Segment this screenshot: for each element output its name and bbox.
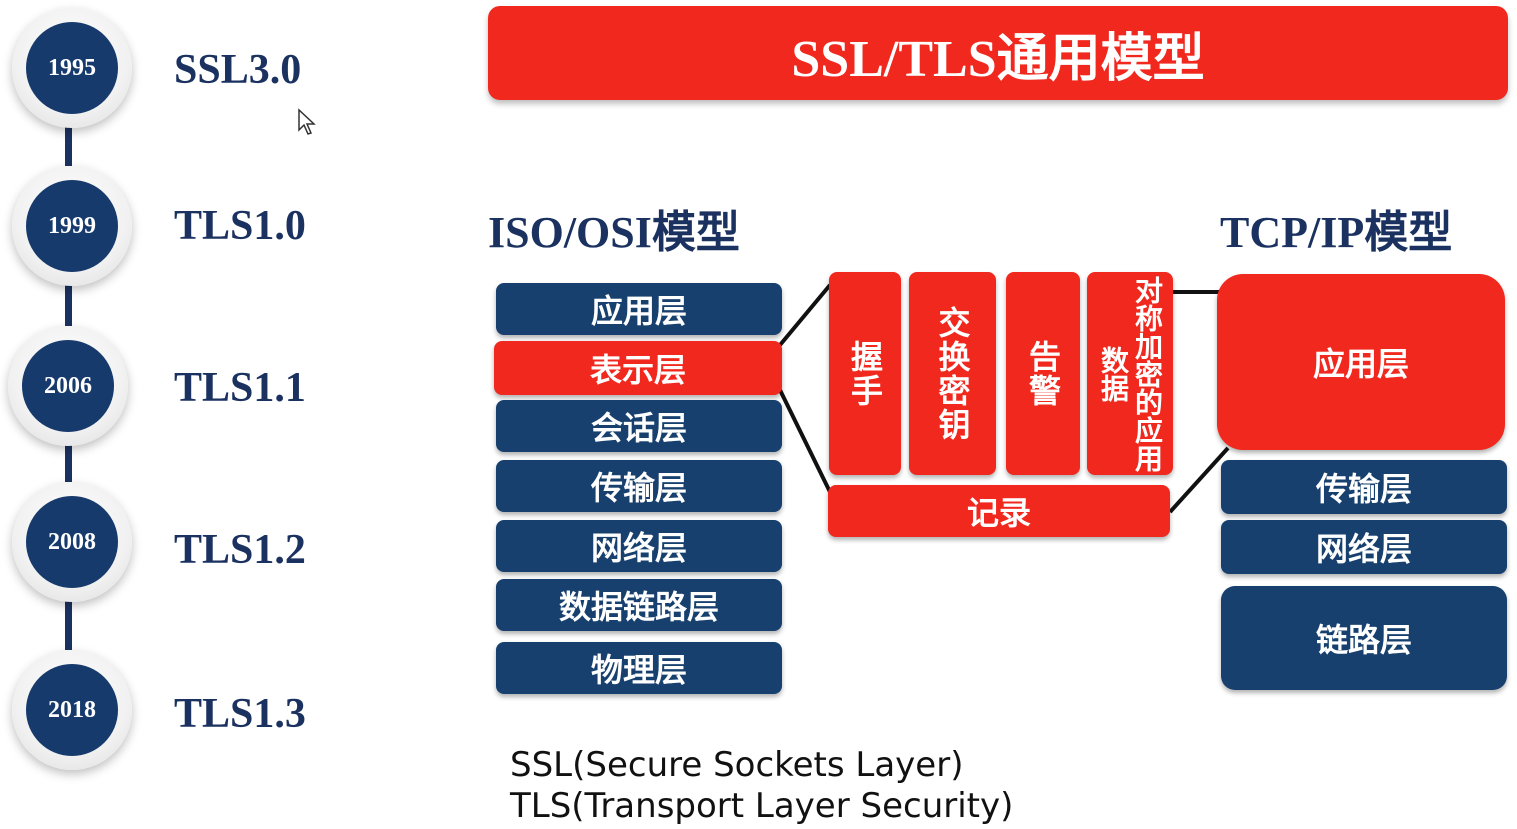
year-badge: 2006 [22, 340, 114, 432]
connector-line [1168, 446, 1230, 514]
protocol-handshake: 握手 [829, 272, 901, 475]
timeline-node: 2018 [12, 650, 132, 770]
osi-layer-data-link: 数据链路层 [496, 579, 782, 631]
osi-layer-physical: 物理层 [496, 642, 782, 694]
osi-layer-presentation: 表示层 [494, 341, 782, 395]
timeline-connector [65, 280, 72, 326]
protocol-key-exchange: 交换密钥 [909, 272, 996, 475]
timeline-node: 1995 [12, 8, 132, 128]
timeline-connector [65, 120, 72, 166]
osi-layer-network: 网络层 [496, 520, 782, 572]
year-badge: 2008 [26, 496, 118, 588]
tcp-ip-title: TCP/IP模型 [1220, 208, 1453, 257]
connector-line [778, 283, 832, 347]
tcpip-layer-application: 应用层 [1217, 274, 1505, 450]
timeline-connector [65, 598, 72, 650]
version-label: TLS1.0 [174, 203, 306, 249]
ssl-definition: SSL(Secure Sockets Layer) [510, 745, 964, 785]
year-badge: 2018 [26, 664, 118, 756]
protocol-alert: 告警 [1006, 272, 1080, 475]
osi-layer-session: 会话层 [496, 400, 782, 452]
year-badge: 1999 [26, 180, 118, 272]
record-layer: 记录 [828, 485, 1170, 537]
version-label: SSL3.0 [174, 47, 302, 93]
year-badge: 1995 [26, 22, 118, 114]
timeline-connector [65, 444, 72, 482]
tcpip-layer-link: 链路层 [1221, 586, 1507, 690]
timeline-node: 2008 [12, 482, 132, 602]
tcpip-layer-transport: 传输层 [1221, 460, 1507, 514]
version-label: TLS1.3 [174, 691, 306, 737]
timeline-node: 2006 [8, 326, 128, 446]
version-label: TLS1.2 [174, 527, 306, 573]
tls-definition: TLS(Transport Layer Security) [510, 786, 1014, 826]
mouse-cursor-icon [298, 108, 316, 135]
connector-line [778, 389, 832, 493]
timeline-node: 1999 [12, 166, 132, 286]
protocol-application-data: 对称加密的应用数据 [1087, 272, 1173, 475]
osi-layer-transport: 传输层 [496, 460, 782, 512]
version-label: TLS1.1 [174, 365, 306, 411]
banner-title: SSL/TLS通用模型 [488, 6, 1508, 100]
iso-osi-title: ISO/OSI模型 [488, 208, 740, 257]
tcpip-layer-network: 网络层 [1221, 520, 1507, 574]
osi-layer-application: 应用层 [496, 283, 782, 335]
